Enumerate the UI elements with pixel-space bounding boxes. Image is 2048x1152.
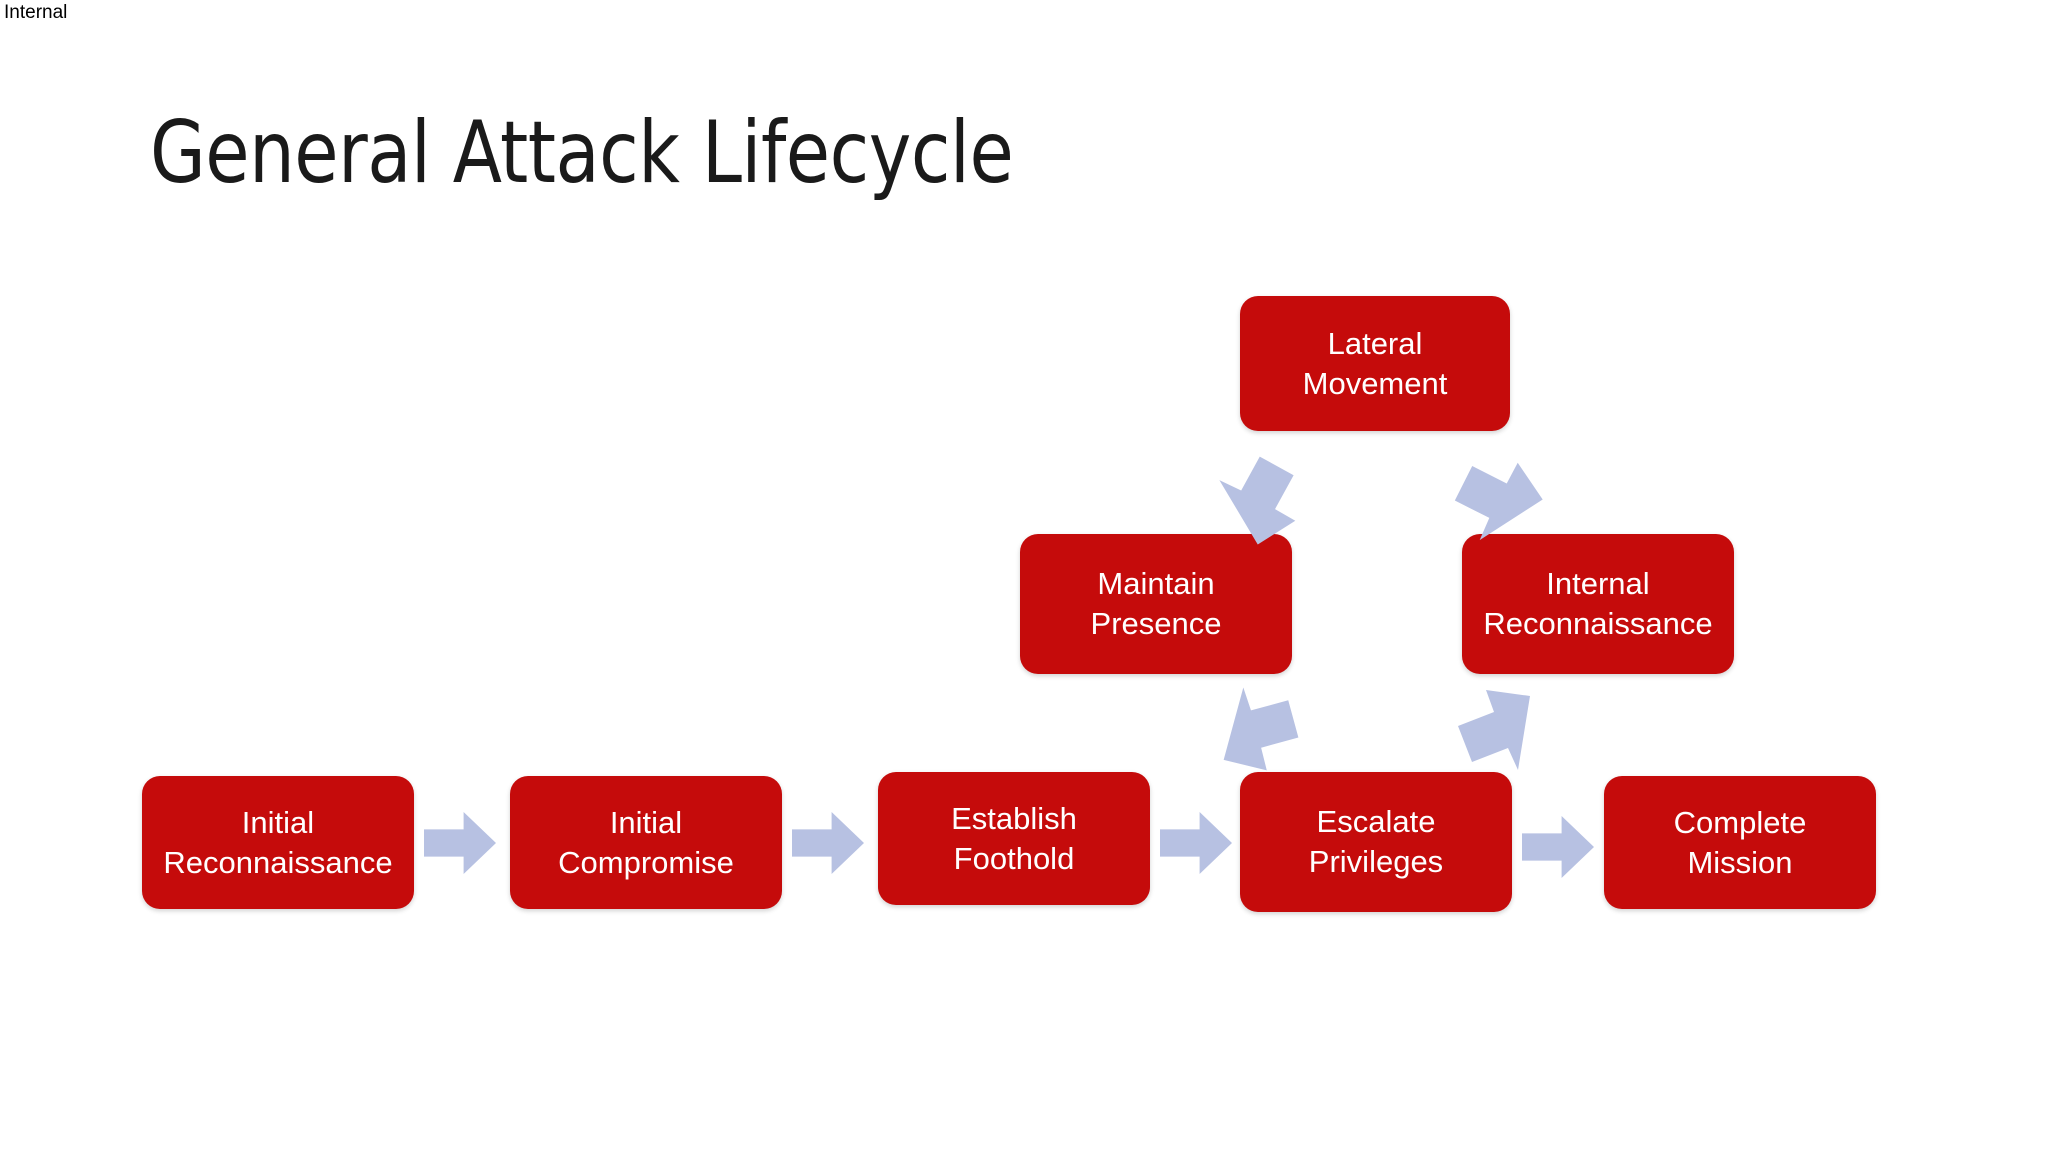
node-initial-reconnaissance-label: Initial Reconnaissance [163, 804, 393, 880]
node-escalate-privileges-label: Escalate Privileges [1308, 804, 1444, 879]
node-complete-mission[interactable]: Complete Mission [1604, 776, 1876, 909]
arrow-diagonal-up-right-icon-maintain-to-lateral [1215, 452, 1315, 545]
node-maintain-presence-label: Maintain Presence [1090, 566, 1222, 641]
arrow-diagonal-down-left-icon-internal-recon-to-escalate [1442, 688, 1542, 778]
arrow-right-icon-establish-foothold-to-escalate-privileges [1160, 812, 1232, 874]
node-internal-reconnaissance-label: Internal Reconnaissance [1483, 566, 1713, 641]
node-initial-reconnaissance[interactable]: Initial Reconnaissance [142, 776, 414, 909]
arrow-diagonal-down-right-icon-lateral-to-internal-recon [1442, 452, 1543, 542]
arrow-right-icon-initial-recon-to-initial-compromise [424, 812, 496, 874]
page-title: General Attack Lifecycle [150, 103, 1014, 203]
arrow-right-icon-initial-compromise-to-establish-foothold [792, 812, 864, 874]
node-establish-foothold-label: Establish Foothold [951, 800, 1077, 876]
node-initial-compromise[interactable]: Initial Compromise [510, 776, 782, 909]
arrow-diagonal-up-left-icon-escalate-to-maintain [1215, 687, 1315, 778]
node-initial-compromise-label: Initial Compromise [558, 804, 734, 880]
classification-marker: Internal [4, 2, 68, 23]
node-escalate-privileges[interactable]: Escalate Privileges [1240, 772, 1512, 912]
node-lateral-movement-label: Lateral Movement [1302, 325, 1448, 401]
node-internal-reconnaissance[interactable]: Internal Reconnaissance [1462, 534, 1734, 674]
arrow-right-icon-escalate-privileges-to-complete-mission [1522, 816, 1594, 878]
node-lateral-movement[interactable]: Lateral Movement [1240, 296, 1510, 431]
node-maintain-presence[interactable]: Maintain Presence [1020, 534, 1292, 674]
node-complete-mission-label: Complete Mission [1673, 804, 1807, 880]
node-establish-foothold[interactable]: Establish Foothold [878, 772, 1150, 905]
